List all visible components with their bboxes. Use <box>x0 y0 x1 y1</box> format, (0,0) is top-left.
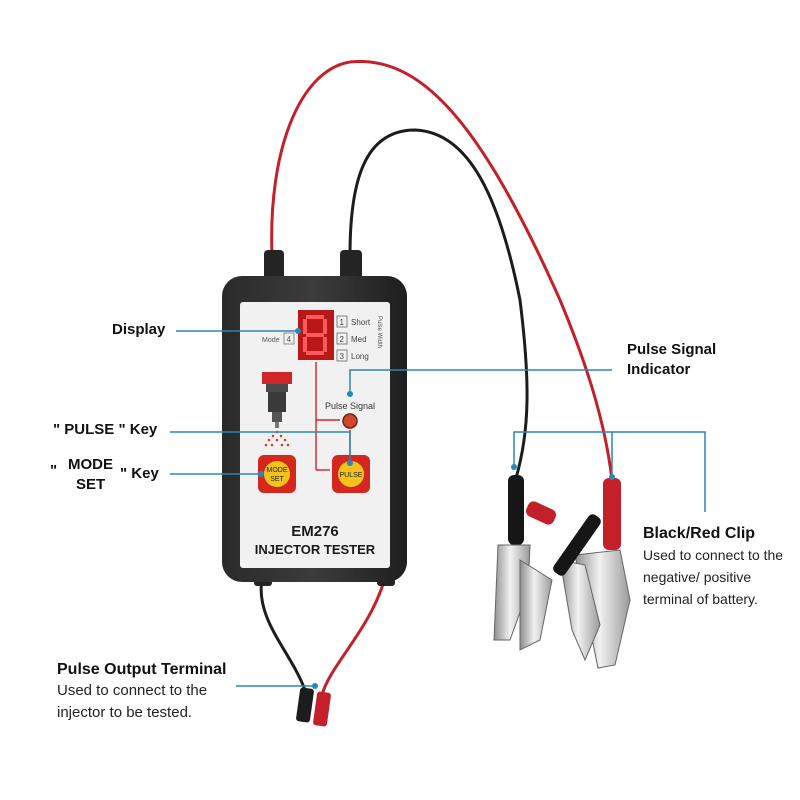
output-callout-line1: Used to connect to the <box>57 682 208 699</box>
mode-list: 1 Short 2 Med 3 Long <box>336 315 371 362</box>
output-callout: Pulse Output Terminal Used to connect to… <box>57 660 227 724</box>
mode-key-quote: " <box>50 462 58 479</box>
black-alligator-clip <box>493 475 553 651</box>
pulse-key-callout: " PULSE " Key <box>53 421 158 438</box>
right-cable-grommet <box>340 250 362 284</box>
output-terminal-probes <box>296 687 331 727</box>
callout-leaders <box>170 328 706 689</box>
clip-callout-line1: Used to connect to the <box>643 547 784 563</box>
mode-value: 4 <box>287 335 292 344</box>
pulse-signal-led <box>342 413 358 429</box>
mode-3-label: Long <box>351 352 369 361</box>
mode-set-key-callout: " MODE SET " Key <box>50 455 175 497</box>
mode-1-num: 1 <box>340 318 345 327</box>
device-faceplate <box>240 302 390 568</box>
mode-key-suffix: " Key <box>120 465 159 482</box>
mode-key-line1: MODE <box>68 456 113 473</box>
mode-2-num: 2 <box>340 335 345 344</box>
clip-callout: Black/Red Clip Used to connect to the ne… <box>643 524 783 610</box>
clip-callout-line2: negative/ positive <box>643 569 752 585</box>
mode-1-label: Short <box>351 318 371 327</box>
injector-icon <box>262 372 292 428</box>
pulse-button-label: PULSE <box>340 472 363 479</box>
pulse-signal-callout-line1: Pulse Signal <box>627 341 717 358</box>
red-alligator-clip <box>525 478 631 669</box>
clip-callout-title: Black/Red Clip <box>643 525 756 542</box>
black-clip-wire <box>348 128 529 479</box>
clip-leader <box>513 431 706 512</box>
mode-button-line1: MODE <box>267 467 288 474</box>
pulse-signal-label: Pulse Signal <box>325 401 375 411</box>
pulse-width-side-label: Pulse Width <box>376 316 382 348</box>
pulse-button[interactable]: PULSE <box>332 455 370 493</box>
output-callout-title: Pulse Output Terminal <box>57 661 227 678</box>
pulse-signal-callout-line2: Indicator <box>627 361 691 378</box>
output-red-wire <box>320 577 387 696</box>
mode-set-button[interactable]: MODE SET <box>258 455 296 493</box>
pulse-signal-callout: Pulse Signal Indicator <box>627 340 716 380</box>
mode-label: Mode <box>262 337 280 344</box>
seven-segment-digit <box>303 315 327 355</box>
clip-callout-line3: terminal of battery. <box>643 591 758 607</box>
device-model: EM276 <box>291 523 339 540</box>
left-cable-grommet <box>264 250 284 284</box>
mode-button-line2: SET <box>270 476 284 483</box>
mode-key-line2: SET <box>76 476 106 493</box>
mode-value-box <box>283 332 295 345</box>
red-clip-wire <box>270 60 614 481</box>
output-black-wire <box>259 577 307 691</box>
mode-2-label: Med <box>351 335 367 344</box>
mode-3-num: 3 <box>340 352 345 361</box>
display-callout: Display <box>112 321 166 338</box>
pulse-signal-leader <box>349 369 612 393</box>
output-callout-line2: injector to be tested. <box>57 704 193 721</box>
pulse-key-leader <box>170 431 351 462</box>
device-name: INJECTOR TESTER <box>255 542 376 557</box>
